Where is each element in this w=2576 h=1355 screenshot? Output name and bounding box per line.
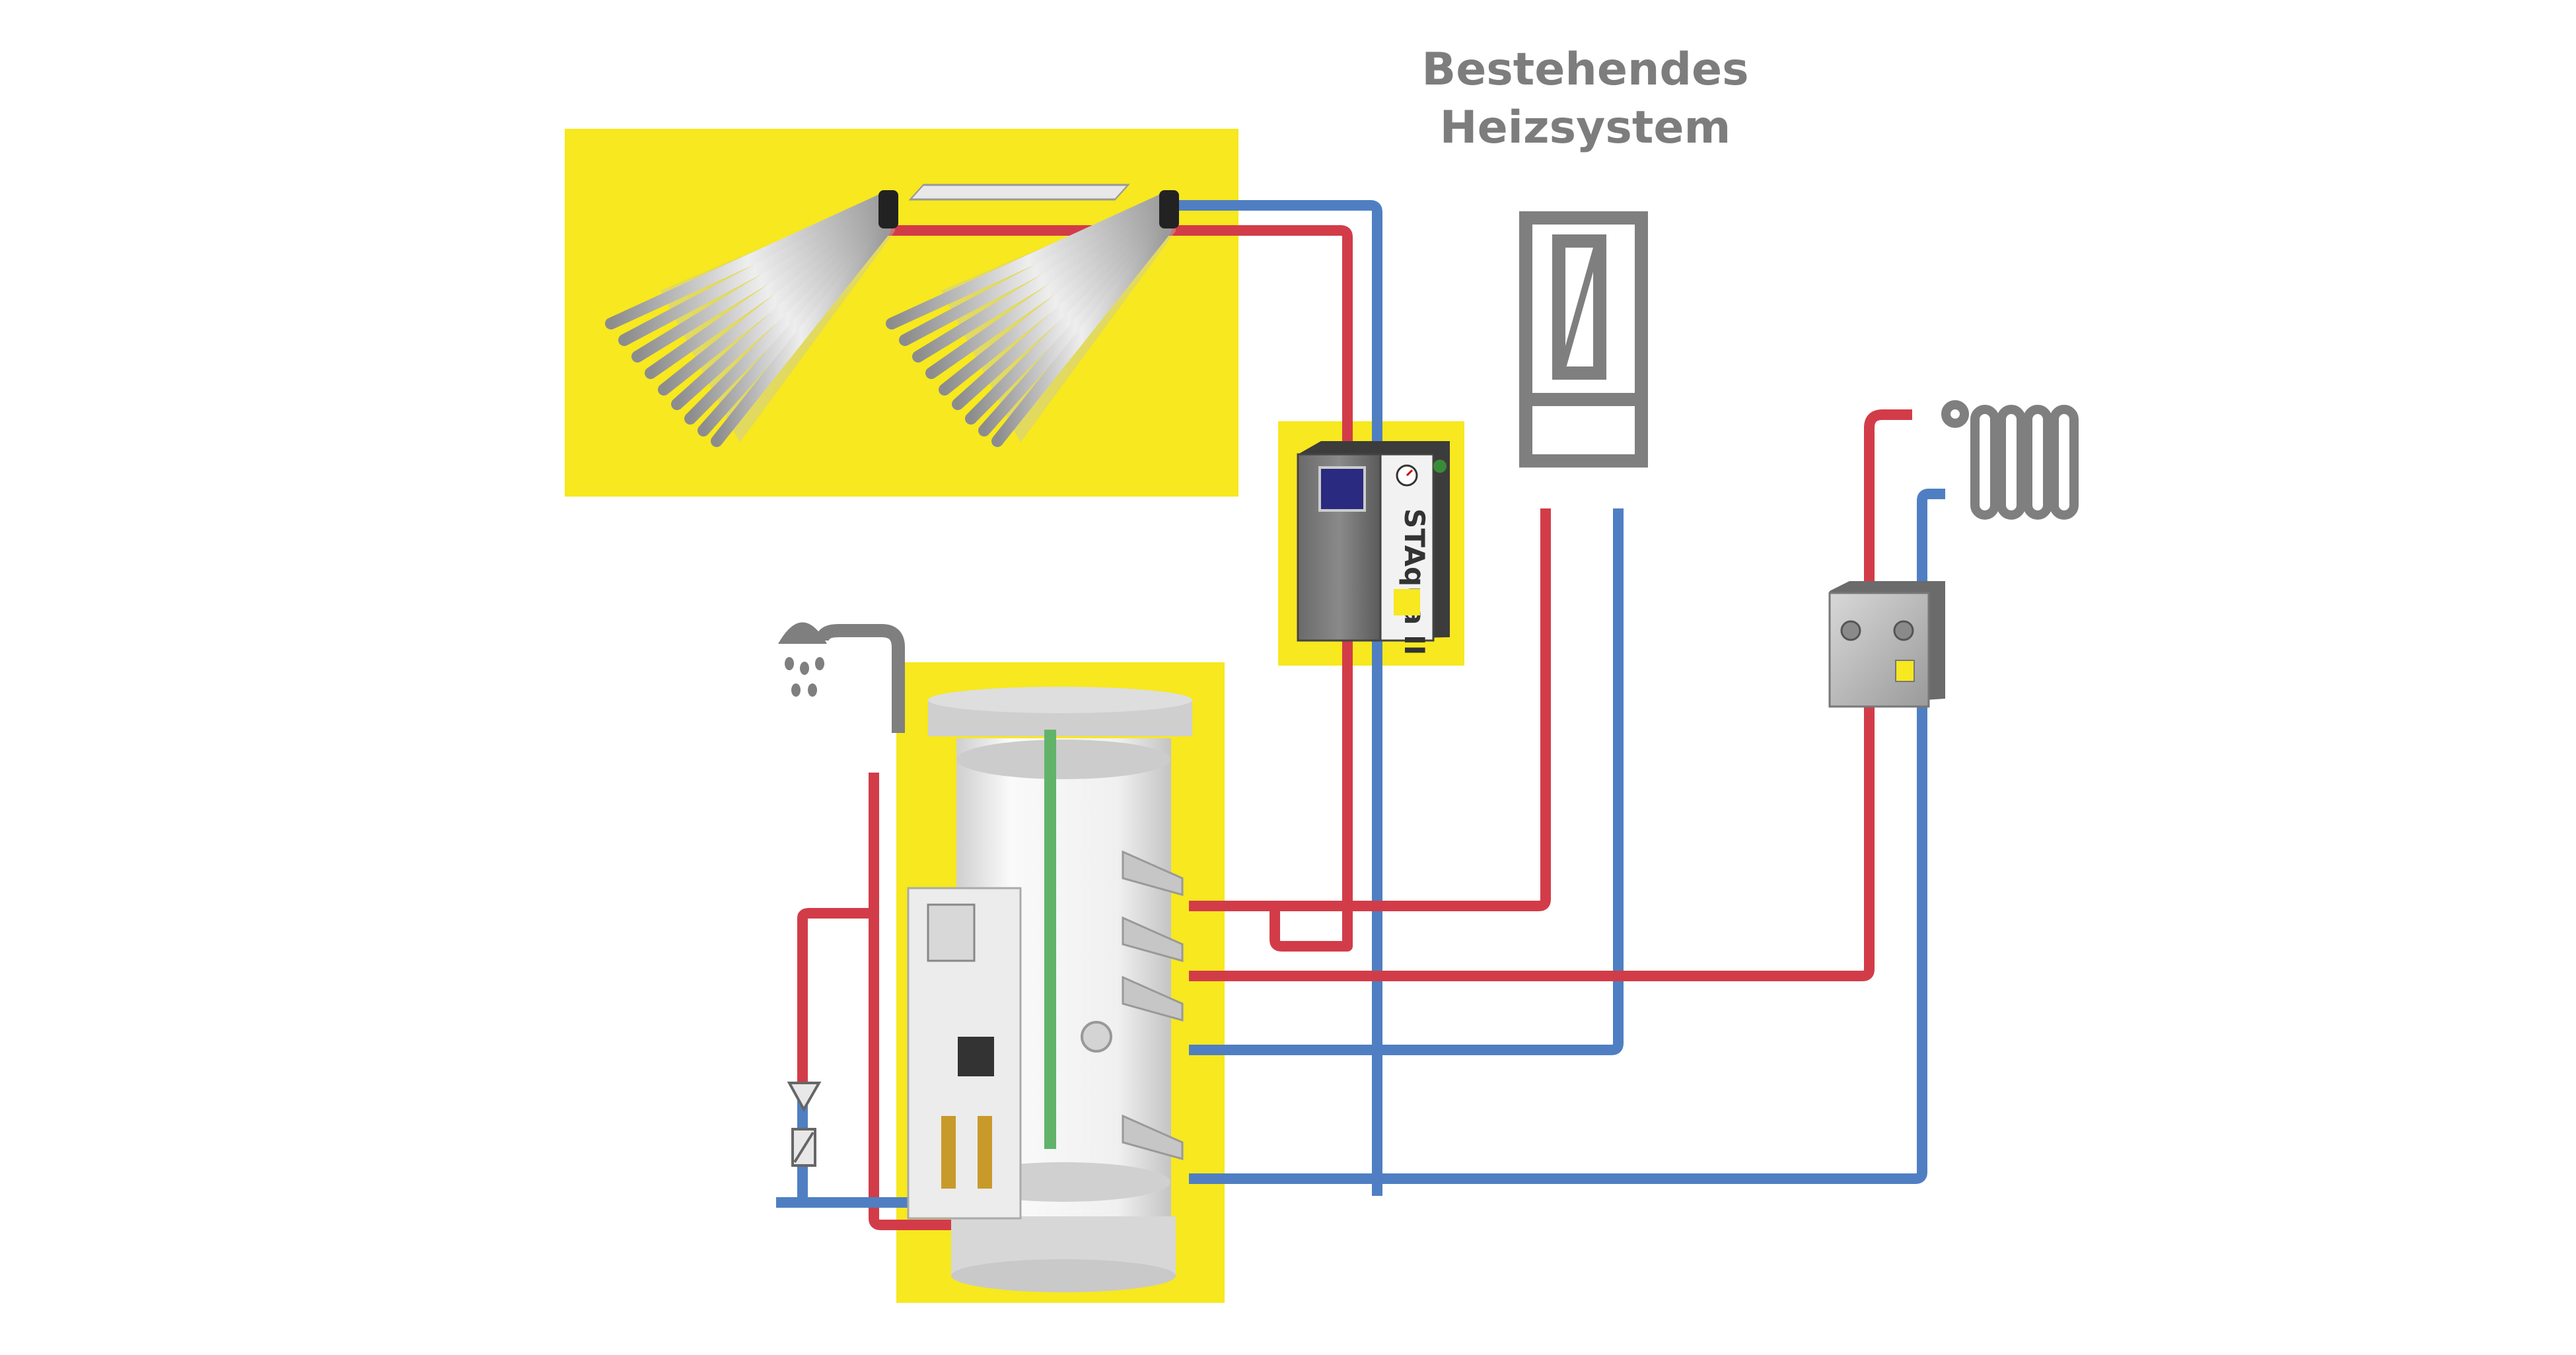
heating-return-pipe [1189,489,1945,1184]
solar-return-pipe [1166,200,1382,1196]
storage-tank-icon [907,687,1192,1292]
circulation-pipe [797,908,874,1083]
controller-label: STAqua II [1398,508,1431,655]
heading-line-2: Heizsystem [1439,102,1731,154]
heading-line-1: Bestehendes [1421,44,1749,96]
solar-flow-pipe [882,225,1353,952]
existing-heating-system-label: Bestehendes Heizsystem [1374,41,1797,157]
hot-water-pipe [869,773,951,1230]
boiler-flow-pipe [1189,508,1551,911]
valve-icon [787,1082,822,1167]
controller-icon: STAqua II [1297,441,1450,655]
solar-collector-icon [605,184,1179,447]
boiler-icon [1519,211,1648,468]
radiator-icon [1941,400,2079,520]
shower-icon [778,622,905,733]
mixing-station-icon [1828,581,1945,708]
boiler-return-pipe [1189,508,1624,1055]
